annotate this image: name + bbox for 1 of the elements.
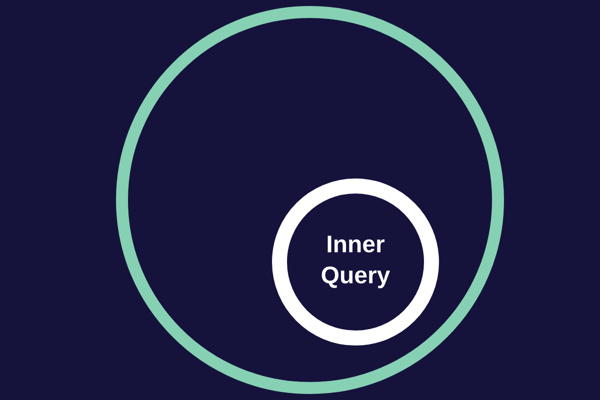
ring-circle [116,6,504,394]
